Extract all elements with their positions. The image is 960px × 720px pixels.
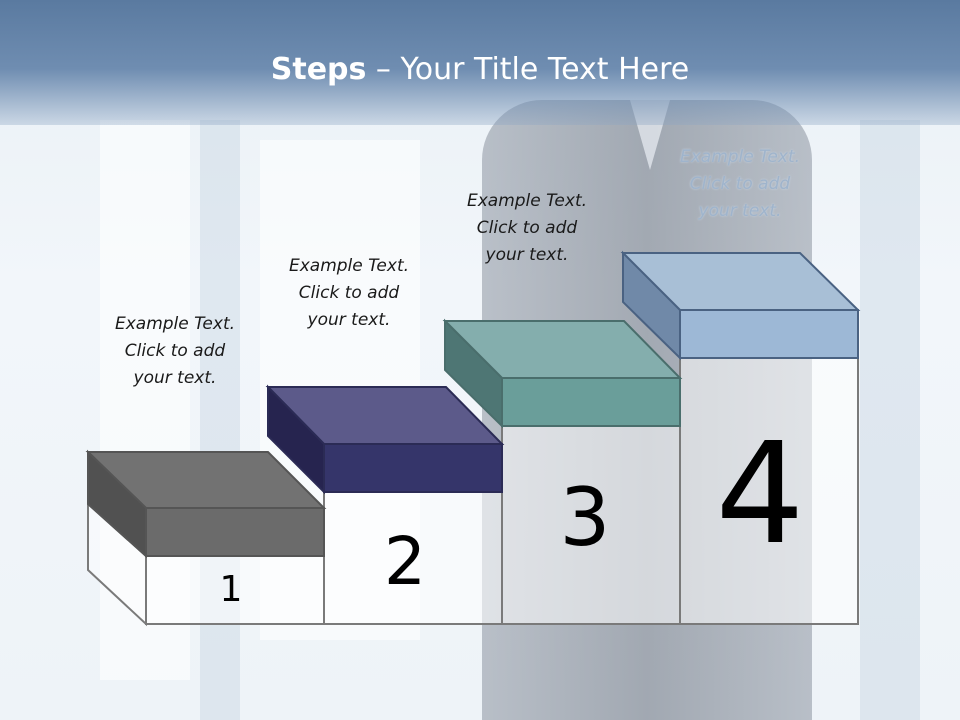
step-2-caption-line1: Example Text. [288,256,410,276]
step-4-caption-line2: Click to add [689,174,791,194]
step-3-block[interactable] [442,318,683,429]
step-columns [87,357,859,627]
step-1-caption-line1: Example Text. [114,314,236,334]
step-1-block[interactable] [85,449,327,559]
step-2-caption-line2: Click to add [298,283,400,303]
slide-title-rest: – Your Title Text Here [366,52,690,87]
step-3-caption-line1: Example Text. [466,191,588,211]
step-3-caption-line2: Click to add [476,218,578,238]
step-2-block[interactable] [265,384,505,495]
step-4-caption-line1: Example Text. [679,147,801,167]
step-3-caption[interactable]: Example Text. Click to add your text. [432,188,622,269]
background-pillar [860,120,920,720]
step-4-number: 4 [715,413,805,576]
step-3-number: 3 [559,471,611,564]
step-2-front [323,443,503,493]
step-1-front [145,507,325,557]
step-1-number: 1 [219,569,243,610]
step-4-column[interactable] [679,357,859,625]
step-2-column[interactable] [323,491,503,625]
step-1-caption[interactable]: Example Text. Click to add your text. [80,311,270,392]
step-3-caption-line3: your text. [485,245,569,265]
step-4-caption-line3: your text. [698,201,782,221]
step-3-front [501,377,681,427]
step-1-caption-line2: Click to add [124,341,226,361]
step-4-block[interactable] [620,250,861,361]
step-2-number: 2 [384,523,426,600]
slide-title-bold: Steps [270,52,367,87]
step-4-front [679,309,859,359]
slide-title[interactable]: Steps – Your Title Text Here [0,52,960,87]
step-3-column[interactable] [501,425,681,625]
step-2-caption[interactable]: Example Text. Click to add your text. [254,253,444,334]
step-2-caption-line3: your text. [307,310,391,330]
step-4-caption[interactable]: Example Text. Click to add your text. [645,144,835,225]
title-banner [0,0,960,125]
step-1-caption-line3: your text. [133,368,217,388]
